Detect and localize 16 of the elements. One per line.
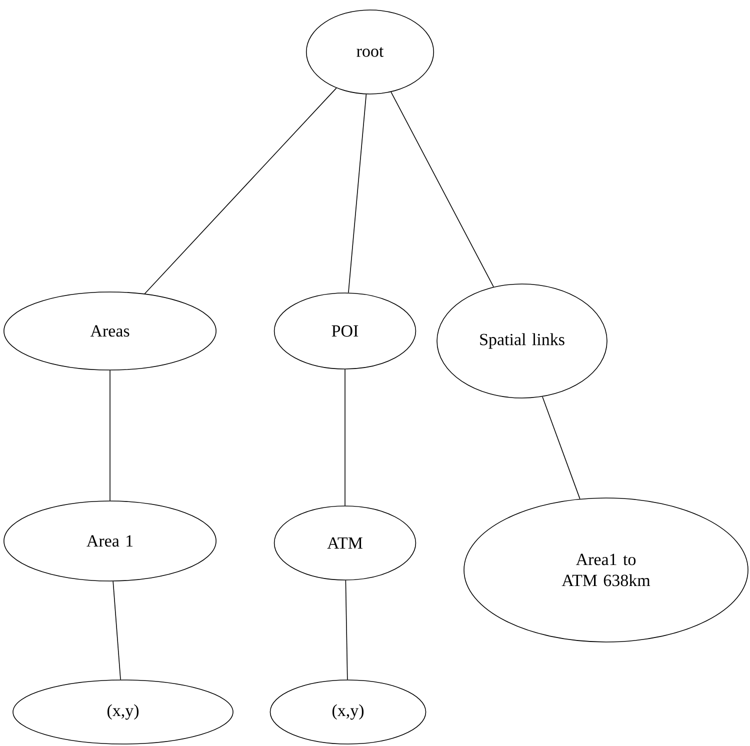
ellipse-node: (x,y) — [12, 680, 234, 744]
ellipse-node: root — [306, 10, 434, 94]
connector-line — [144, 88, 337, 294]
ellipse-node: (x,y) — [270, 680, 426, 744]
ellipse-node: Area 1 — [4, 500, 216, 582]
ellipse-node: ATM — [274, 506, 416, 580]
connector-line — [390, 92, 494, 288]
connector-line — [112, 580, 121, 680]
ellipse-node: Areas — [4, 292, 216, 370]
connector-line — [345, 580, 348, 680]
ellipse-node: Spatial links — [436, 284, 608, 398]
connector-line — [344, 368, 346, 506]
connector-line — [542, 396, 580, 500]
ellipse-node: POI — [274, 292, 416, 370]
ellipse-node: Area1 to ATM 638km — [464, 498, 748, 642]
connector-line — [348, 94, 367, 294]
